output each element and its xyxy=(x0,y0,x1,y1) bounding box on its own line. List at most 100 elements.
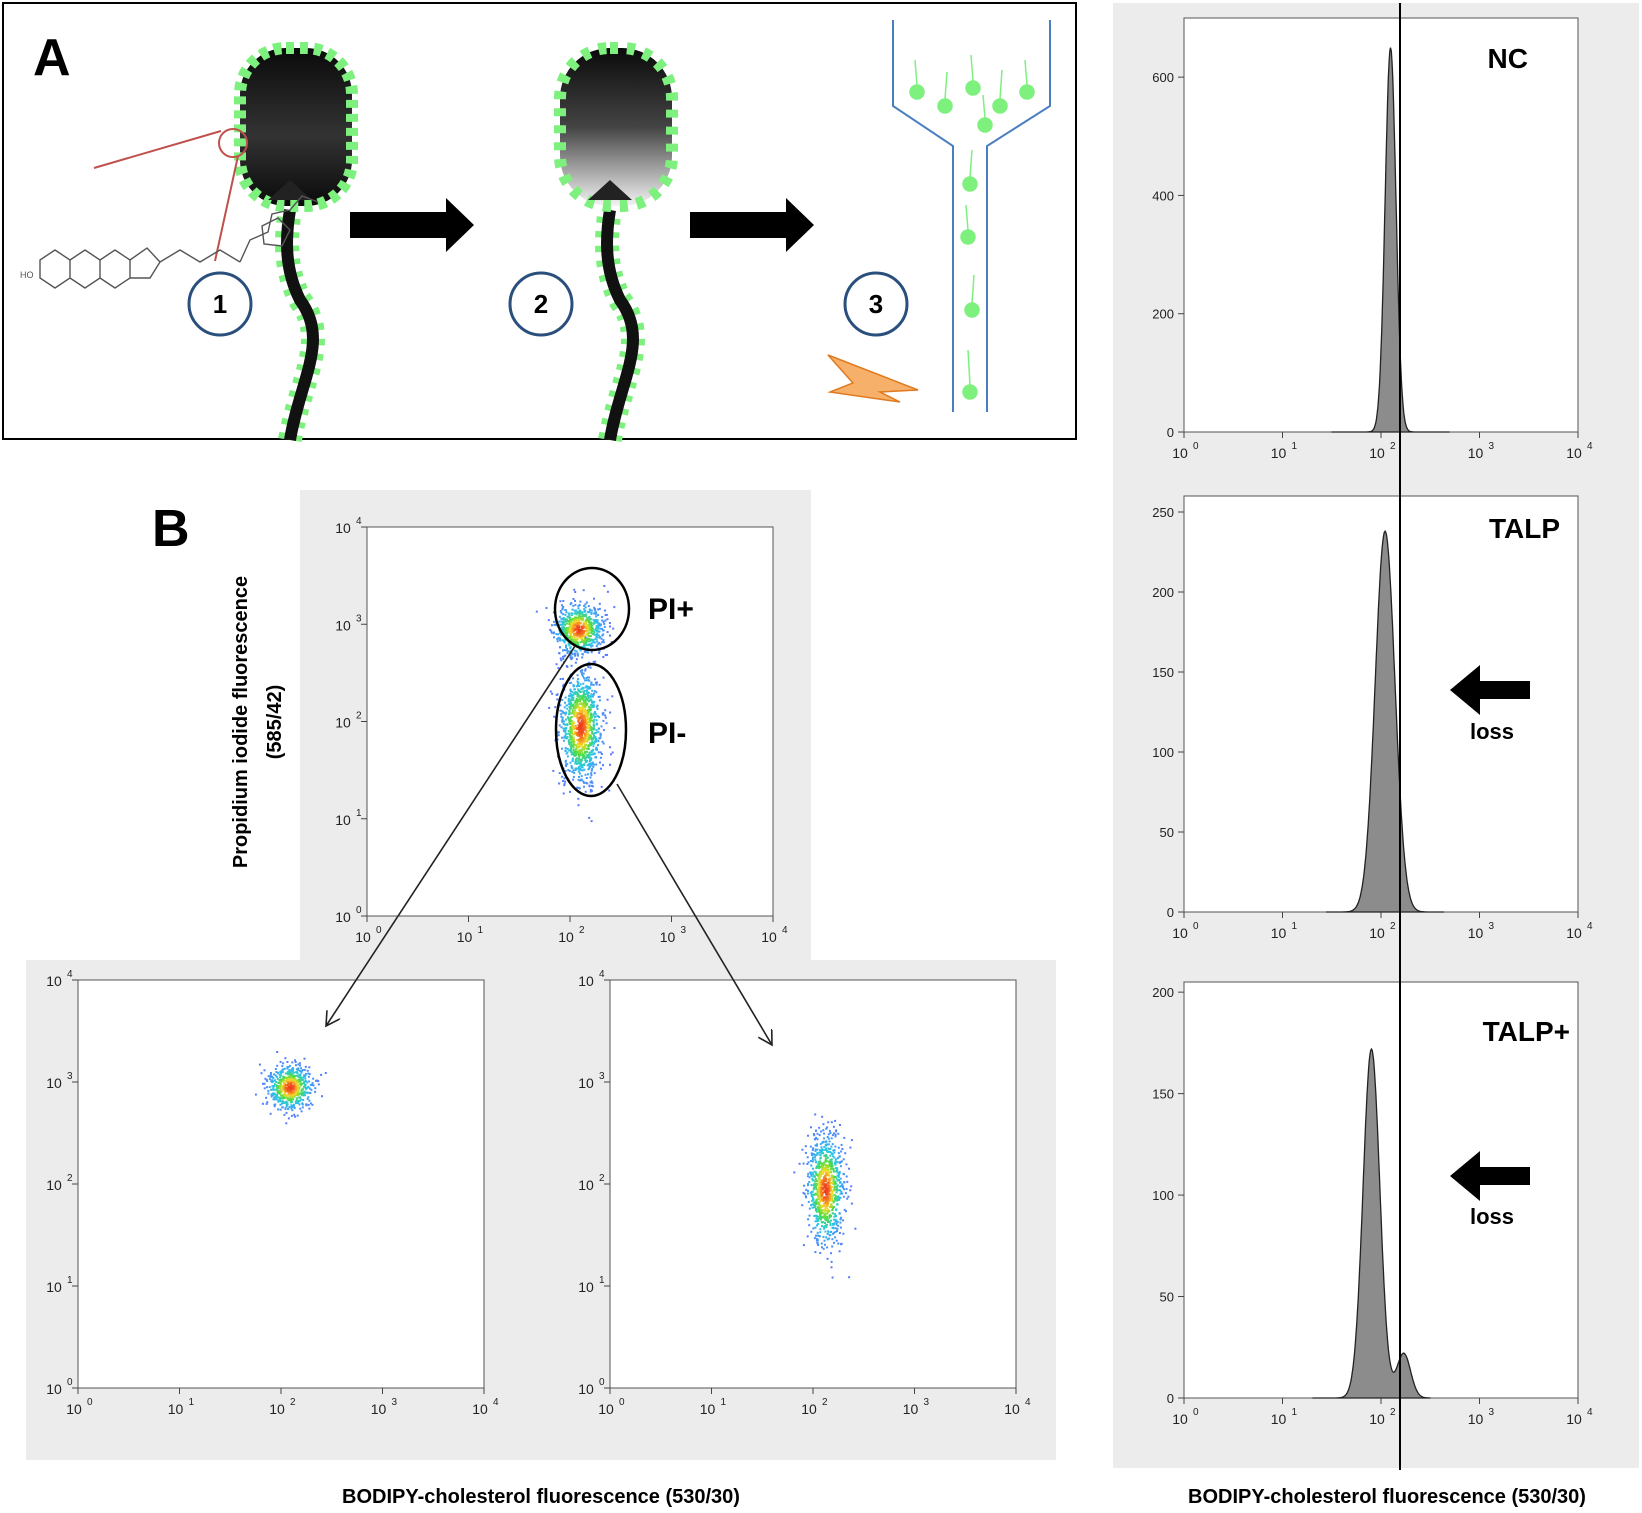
b-left-event-dot xyxy=(289,1077,292,1080)
hist-talp-plus-x-tick-exp: 1 xyxy=(1292,1407,1298,1418)
b-top-event-dot xyxy=(564,654,567,657)
b-top-event-dot xyxy=(586,623,589,626)
b-right-event-dot xyxy=(831,1197,834,1200)
b-top-event-dot xyxy=(594,716,597,718)
b-right-event-dot xyxy=(814,1150,817,1153)
hist-talp-plus-x-tick-exp: 2 xyxy=(1390,1407,1396,1418)
hist-talp-plus-y-tick-label: 50 xyxy=(1160,1290,1174,1305)
b-top-event-dot xyxy=(590,699,593,702)
b-right-event-dot xyxy=(832,1206,835,1208)
b-top-event-dot xyxy=(587,651,590,654)
b-top-event-dot xyxy=(583,768,586,771)
b-right-event-dot xyxy=(835,1161,838,1164)
b-top-event-dot xyxy=(580,695,583,698)
b-top-event-dot xyxy=(588,676,590,679)
b-top-event-dot xyxy=(561,718,564,721)
b-right-event-dot xyxy=(840,1150,843,1153)
b-top-event-dot xyxy=(603,585,606,587)
b-top-event-dot xyxy=(585,613,588,616)
b-top-event-dot xyxy=(594,736,597,739)
b-top-event-dot xyxy=(597,740,600,742)
b-top-event-dot xyxy=(569,735,572,738)
b-top-event-dot xyxy=(569,654,572,657)
b-left-event-dot xyxy=(281,1065,284,1068)
b-top-event-dot xyxy=(593,597,595,600)
b-left-event-dot xyxy=(295,1071,298,1074)
b-right-event-dot xyxy=(837,1176,840,1179)
b-top-event-dot xyxy=(576,727,579,730)
b-left-event-dot xyxy=(263,1082,266,1085)
b-right-event-dot xyxy=(839,1221,842,1224)
b-top-event-dot xyxy=(587,744,590,747)
b-right-event-dot xyxy=(834,1135,837,1138)
b-top-event-dot xyxy=(574,727,577,730)
b-top-event-dot xyxy=(591,632,594,635)
b-left-event-dot xyxy=(282,1084,284,1087)
b-top-event-dot xyxy=(581,764,584,766)
b-left-event-dot xyxy=(280,1072,283,1075)
b-right-event-dot xyxy=(831,1198,834,1201)
b-right-event-dot xyxy=(811,1190,814,1193)
panel-a: A HO xyxy=(2,2,1077,443)
b-top-event-dot xyxy=(551,692,554,695)
b-top-event-dot xyxy=(574,643,577,646)
b-right-event-dot xyxy=(818,1126,821,1129)
b-top-event-dot xyxy=(580,778,583,781)
b-top-event-dot xyxy=(566,631,569,634)
b-left-event-dot xyxy=(269,1074,272,1077)
b-left-event-dot xyxy=(280,1074,283,1077)
b-top-event-dot xyxy=(590,618,593,621)
b-top-event-dot xyxy=(583,741,586,744)
b-top-event-dot xyxy=(580,724,582,727)
b-top-event-dot xyxy=(577,728,579,731)
b-top-event-dot xyxy=(588,700,590,703)
b-right-event-dot xyxy=(809,1171,812,1174)
b-top-event-dot xyxy=(575,762,578,765)
b-right-event-dot xyxy=(819,1184,821,1187)
b-left-event-dot xyxy=(308,1091,311,1094)
b-top-event-dot xyxy=(588,686,591,689)
b-right-event-dot xyxy=(830,1219,833,1222)
b-top-event-dot xyxy=(559,646,562,649)
b-top-event-dot xyxy=(584,637,587,640)
b-right-event-dot xyxy=(832,1169,835,1172)
b-right-event-dot xyxy=(819,1154,822,1157)
b-top-event-dot xyxy=(583,677,586,680)
b-left-event-dot xyxy=(286,1067,289,1070)
b-top-event-dot xyxy=(560,713,563,716)
b-top-y-tick-exp: 4 xyxy=(356,516,362,527)
b-top-event-dot xyxy=(572,707,575,710)
b-left-event-dot xyxy=(287,1071,290,1074)
loss-label-talp: loss xyxy=(1470,719,1514,744)
b-top-event-dot xyxy=(576,683,579,686)
b-left-event-dot xyxy=(273,1096,276,1099)
b-right-event-dot xyxy=(821,1211,824,1214)
b-left-event-dot xyxy=(289,1093,292,1096)
b-left-event-dot xyxy=(297,1063,300,1066)
b-top-event-dot xyxy=(592,745,595,748)
b-left-event-dot xyxy=(266,1086,268,1089)
b-top-event-dot xyxy=(594,712,597,715)
b-top-event-dot xyxy=(589,758,591,761)
b-top-event-dot xyxy=(572,626,575,629)
b-top-event-dot xyxy=(585,679,588,682)
b-left-event-dot xyxy=(285,1088,288,1091)
b-right-event-dot xyxy=(814,1234,817,1237)
b-top-event-dot xyxy=(584,756,587,759)
b-left-event-dot xyxy=(292,1081,295,1084)
b-top-event-dot xyxy=(585,698,587,701)
b-top-event-dot xyxy=(567,769,570,772)
b-top-event-dot xyxy=(577,759,580,762)
b-right-event-dot xyxy=(842,1186,844,1189)
hist-talp-x-tick-exp: 0 xyxy=(1193,921,1199,932)
b-top-event-dot xyxy=(561,775,564,778)
b-left-event-dot xyxy=(291,1076,294,1079)
b-left-event-dot xyxy=(291,1090,293,1093)
b-right-event-dot xyxy=(803,1184,806,1187)
b-top-event-dot xyxy=(582,723,585,726)
gate-pi-positive-label: PI+ xyxy=(648,593,694,626)
b-top-event-dot xyxy=(567,626,569,629)
b-top-event-dot xyxy=(568,621,571,624)
b-left-event-dot xyxy=(276,1098,279,1101)
b-top-event-dot xyxy=(580,742,583,745)
